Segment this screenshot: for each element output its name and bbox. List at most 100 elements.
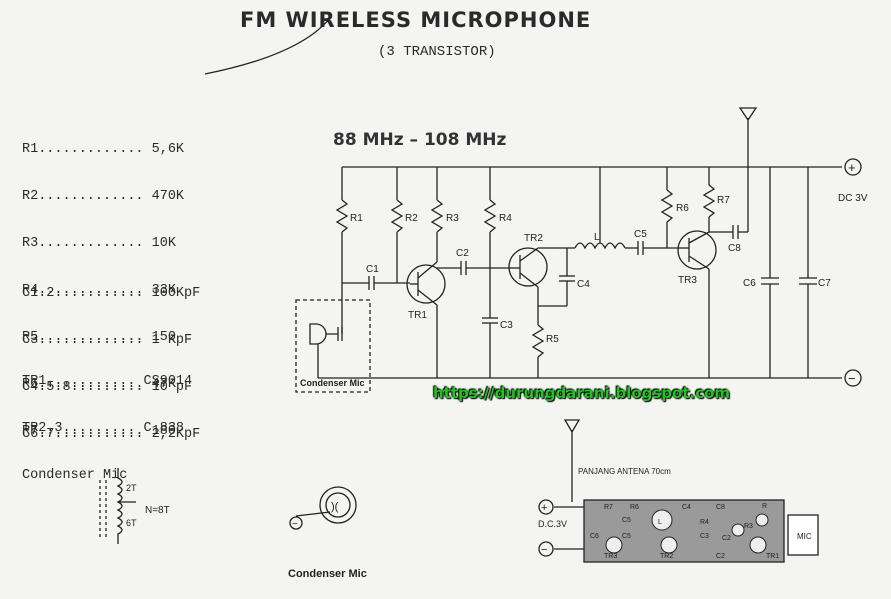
diagram-subtitle: (3 TRANSISTOR): [378, 44, 496, 60]
capacitor-c4: C4: [538, 248, 590, 307]
antenna-icon: [738, 107, 758, 232]
coil-turns-top: 2T: [126, 483, 137, 493]
condenser-mic-icon: )( −: [289, 486, 357, 530]
part-c458: C4.5.8......... 10 pF: [22, 380, 193, 395]
parts-list-capacitors: C1.2........... 100KpF C3............. 1…: [22, 255, 200, 458]
svg-text:C3: C3: [700, 533, 709, 540]
negative-terminal: −: [844, 369, 862, 387]
pen-stroke: [204, 17, 331, 75]
part-c67: C6.7........... 2,2KpF: [22, 427, 201, 442]
svg-text:C5: C5: [622, 517, 631, 524]
mic-caption: Condenser Mic: [288, 568, 367, 580]
label-c3: C3: [500, 320, 513, 331]
svg-text:C2: C2: [722, 535, 731, 542]
part-r3: R3............. 10K: [22, 236, 176, 251]
coil-turns-bottom: 6T: [126, 518, 137, 528]
label-tr2: TR2: [524, 233, 543, 244]
part-c12: C1.2........... 100KpF: [22, 286, 201, 301]
svg-text:R: R: [762, 503, 767, 510]
label-c7: C7: [818, 278, 831, 289]
label-tr1: TR1: [408, 310, 427, 321]
resistor-r5: R5: [531, 324, 559, 378]
transistor-tr1: TR1: [406, 261, 446, 378]
capacitor-c6: C6: [743, 167, 779, 378]
part-tr1: TR1........... CS9014: [22, 374, 193, 389]
label-c6: C6: [743, 278, 756, 289]
label-r2: R2: [405, 213, 418, 224]
label-condenser-mic-box: Condenser Mic: [300, 378, 365, 388]
capacitor-c1: C1: [342, 264, 410, 290]
svg-text:TR3: TR3: [604, 553, 617, 560]
resistor-r1: R1: [335, 167, 363, 283]
label-r4: R4: [499, 213, 512, 224]
transistor-tr3: TR3: [677, 230, 717, 378]
svg-text:)(: )(: [331, 501, 339, 513]
svg-text:−: −: [541, 544, 547, 556]
resistor-r4: R4: [483, 167, 512, 318]
part-r5: R5............. 150: [22, 330, 176, 345]
condenser-mic-box: Condenser Mic: [295, 283, 371, 393]
parts-list-semiconductors: TR1........... CS9014 TR2.3......... C 8…: [22, 343, 192, 499]
watermark-url: https://durungdarani.blogspot.com: [433, 384, 731, 402]
transistor-tr2: TR2: [508, 233, 575, 325]
diagram-title: FM WIRELESS MICROPHONE: [240, 8, 592, 32]
part-r4: R4............. 33K: [22, 283, 176, 298]
svg-text:−: −: [292, 519, 298, 530]
svg-text:R7: R7: [604, 504, 613, 511]
label-l: L: [594, 232, 600, 243]
pcb-layout: PANJANG ANTENA 70cm MIC + − D.C.3V R7 R6…: [538, 419, 819, 563]
part-r7: R7............. 180: [22, 424, 176, 439]
label-c4: C4: [577, 279, 590, 290]
label-r3: R3: [446, 213, 459, 224]
svg-text:TR2: TR2: [660, 553, 673, 560]
label-r5: R5: [546, 334, 559, 345]
svg-text:C8: C8: [716, 504, 725, 511]
parts-list-resistors: R1............. 5,6K R2............. 470…: [22, 111, 184, 455]
svg-text:R3: R3: [744, 523, 753, 530]
svg-text:C2: C2: [716, 553, 725, 560]
label-c1: C1: [366, 264, 379, 275]
coil-detail: 2T 6T N=8T: [99, 468, 170, 544]
inductor-l: L: [574, 167, 638, 250]
pcb-antenna-label: PANJANG ANTENA 70cm: [578, 467, 671, 476]
pcb-mic-label: MIC: [797, 532, 812, 541]
svg-text:+: +: [541, 502, 547, 514]
capacitor-c8: C8: [709, 225, 748, 254]
part-r6: R6............. 47K: [22, 377, 176, 392]
capacitor-c2: C2: [437, 248, 510, 275]
part-r2: R2............. 470K: [22, 189, 185, 204]
part-tr23: TR2.3......... C 838: [22, 421, 185, 436]
label-dc: DC 3V: [838, 193, 868, 204]
coil-total: N=8T: [145, 505, 170, 516]
label-tr3: TR3: [678, 275, 697, 286]
capacitor-c3: C3: [482, 317, 513, 378]
label-r7: R7: [717, 195, 730, 206]
pcb-dc-label: D.C.3V: [538, 519, 567, 529]
label-c8: C8: [728, 243, 741, 254]
resistor-r6: R6: [660, 167, 689, 248]
svg-text:L: L: [658, 519, 662, 526]
part-c3: C3............. 1 KpF: [22, 333, 193, 348]
svg-text:R4: R4: [700, 519, 709, 526]
svg-text:C6: C6: [590, 533, 599, 540]
label-r1: R1: [350, 213, 363, 224]
resistor-r7: R7: [702, 167, 730, 232]
svg-text:−: −: [848, 371, 856, 386]
resistor-r2: R2: [390, 167, 418, 283]
svg-text:C5: C5: [622, 533, 631, 540]
positive-terminal: + DC 3V: [838, 158, 868, 204]
part-mic: Condenser Mic: [22, 468, 128, 483]
capacitor-c5: C5: [634, 229, 680, 255]
part-r1: R1............. 5,6K: [22, 142, 185, 157]
svg-text:R6: R6: [630, 504, 639, 511]
capacitor-c7: C7: [799, 167, 831, 378]
svg-text:C4: C4: [682, 504, 691, 511]
label-c5: C5: [634, 229, 647, 240]
svg-text:TR1: TR1: [766, 553, 779, 560]
label-r6: R6: [676, 203, 689, 214]
label-c2: C2: [456, 248, 469, 259]
svg-text:+: +: [848, 160, 856, 175]
resistor-r3: R3: [430, 167, 459, 262]
frequency-range: 88 MHz – 108 MHz: [333, 130, 507, 150]
